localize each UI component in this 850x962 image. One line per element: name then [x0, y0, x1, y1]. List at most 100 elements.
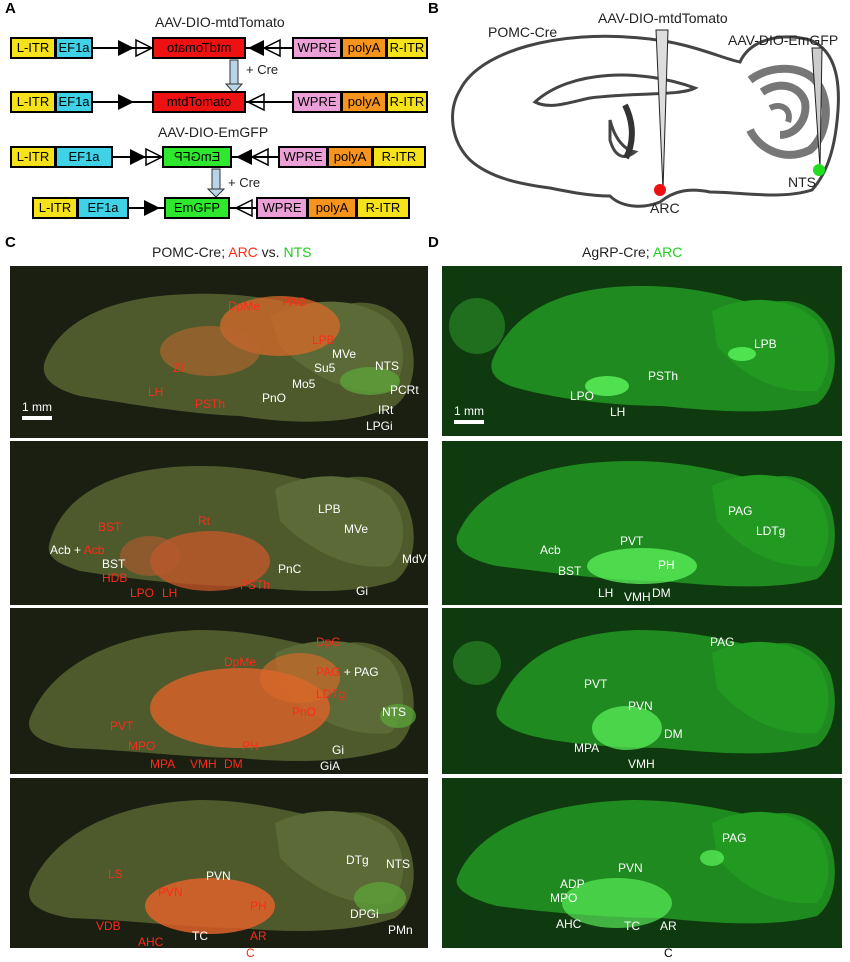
label-vmh: VMH — [628, 757, 655, 771]
label-dpme: DpMe — [224, 655, 257, 669]
label-pnc: PnC — [278, 562, 302, 576]
l-itr-box: L-ITR — [10, 37, 56, 59]
label-psth: PSTh — [648, 369, 679, 383]
label-tc: TC — [192, 929, 208, 943]
scale-bar — [454, 420, 484, 424]
label-ar: AR — [660, 919, 677, 933]
label-psth: PSTh — [195, 397, 226, 411]
label-pno: PnO — [292, 705, 317, 719]
label-vmh: VMH — [190, 757, 217, 771]
wpre-box: WPRE — [256, 197, 308, 219]
wpre-box: WPRE — [292, 91, 342, 113]
label-bst: BST — [98, 520, 122, 534]
label-nts: NTS — [382, 705, 406, 719]
cre-label-2: + Cre — [228, 175, 261, 190]
label-psth: PSTh — [240, 578, 271, 592]
construct-title-mtdtomato: AAV-DIO-mtdTomato — [155, 14, 285, 30]
nts-label: NTS — [788, 174, 816, 190]
emgfp-box: EmGFP — [164, 197, 230, 219]
label-adp: ADP — [560, 877, 585, 891]
slice-d3: PAG PVT PVN DM MPA VMH — [442, 608, 842, 774]
label-mve: MVe — [332, 347, 357, 361]
label-lpo: LPO — [570, 389, 595, 403]
label-gia: GiA — [320, 759, 341, 773]
label-mpa: MPA — [150, 757, 176, 771]
wpre-box: WPRE — [278, 146, 328, 168]
label-dm: DM — [664, 727, 683, 741]
label-bst-2: BST — [102, 557, 126, 571]
polya-box: polyA — [341, 91, 387, 113]
scale-bar — [22, 416, 52, 420]
label-acb: Acb + Acb — [50, 543, 105, 557]
label-mo5: Mo5 — [292, 377, 316, 391]
label-ldtg: LDTg — [316, 687, 346, 701]
label-mdv: MdV — [402, 552, 427, 566]
label-ph: PH — [250, 899, 267, 913]
label-su5: Su5 — [314, 361, 336, 375]
label-hdb: HDB — [102, 571, 128, 585]
ef1a-box: EF1a — [55, 91, 93, 113]
injection-label-mtdtomato: AAV-DIO-mtdTomato — [598, 10, 728, 26]
panel-d-title-arc: ARC — [652, 244, 683, 260]
label-lpb: LPB — [754, 337, 777, 351]
label-dpme: DpMe — [228, 299, 261, 313]
label-lpb: LPB — [318, 502, 341, 516]
injection-label-emgfp: AAV-DIO-EmGFP — [728, 32, 839, 48]
label-lpo: LPO — [130, 586, 155, 600]
scale-label: 1 mm — [22, 400, 52, 414]
label-bst: BST — [558, 564, 582, 578]
brain-outline — [451, 29, 840, 208]
label-ahc: AHC — [556, 917, 582, 931]
label-nts: NTS — [375, 359, 399, 373]
panel-c-title-vs: vs. — [257, 244, 284, 260]
slice-d4: PAG PVN ADP MPO AHC TC AR — [442, 778, 842, 948]
polya-box: polyA — [327, 146, 373, 168]
slice-d2: PAG LDTg Acb PVT PH BST LH VMH DM — [442, 441, 842, 605]
label-dpg: DpG — [316, 635, 341, 649]
panel-label-c: C — [5, 234, 16, 251]
label-gi: Gi — [332, 743, 344, 757]
ef1a-box: EF1a — [55, 146, 113, 168]
label-rt: Rt — [198, 514, 210, 528]
panel-c-title-nts: NTS — [283, 244, 312, 260]
slice-c3: DpG DpMe PAG + PAG LDTg PnO NTS PVT MPO … — [10, 608, 428, 774]
slice-c2: BST Rt LPB MVe Acb + Acb BST HDB PnC MdV… — [10, 441, 428, 605]
label-c-suffix: C — [246, 946, 255, 960]
slice-d1: LPB PSTh LPO LH 1 mm — [442, 266, 842, 436]
r-itr-box: R-ITR — [372, 146, 426, 168]
construct-arrows — [90, 38, 292, 218]
label-mve: MVe — [344, 522, 369, 536]
label-dm: DM — [652, 586, 671, 600]
label-vdb: VDB — [96, 919, 121, 933]
label-ldtg: LDTg — [756, 524, 786, 538]
panel-d-title: AgRP-Cre; ARC — [582, 244, 682, 260]
label-ph: PH — [658, 558, 675, 572]
label-mpa: MPA — [574, 741, 600, 755]
panel-label-d: D — [428, 234, 439, 251]
label-pag: PAG — [710, 635, 735, 649]
label-lh: LH — [148, 385, 164, 399]
label-nts: NTS — [386, 857, 410, 871]
l-itr-box: L-ITR — [10, 146, 56, 168]
label-pvn: PVN — [628, 699, 653, 713]
label-pvn-white: PVN — [206, 869, 231, 883]
label-pvt: PVT — [584, 677, 608, 691]
panel-c-title-prefix: POMC-Cre; — [152, 244, 229, 260]
label-lpb: LPB — [312, 333, 335, 347]
panel-d-title-prefix: AgRP-Cre; — [582, 244, 653, 260]
label-pag: PAG — [722, 831, 747, 845]
arc-label: ARC — [650, 200, 680, 216]
cre-label-1: + Cre — [246, 62, 279, 77]
construct-title-emgfp: AAV-DIO-EmGFP — [158, 124, 269, 140]
mtdtomato-box: mtdTomato — [152, 91, 246, 113]
r-itr-box: R-ITR — [386, 91, 428, 113]
label-lh: LH — [162, 586, 178, 600]
label-lpgi: LPGi — [366, 419, 393, 433]
wpre-box: WPRE — [292, 37, 342, 59]
slice-c4: LS PVN DTg NTS PVN PH DPGi VDB PMn AHC T… — [10, 778, 428, 948]
label-ph: PH — [242, 739, 259, 753]
label-pmn: PMn — [388, 923, 413, 937]
label-pcrt: PCRt — [390, 383, 419, 397]
ef1a-box: EF1a — [77, 197, 129, 219]
label-pag: PAG — [282, 295, 307, 309]
